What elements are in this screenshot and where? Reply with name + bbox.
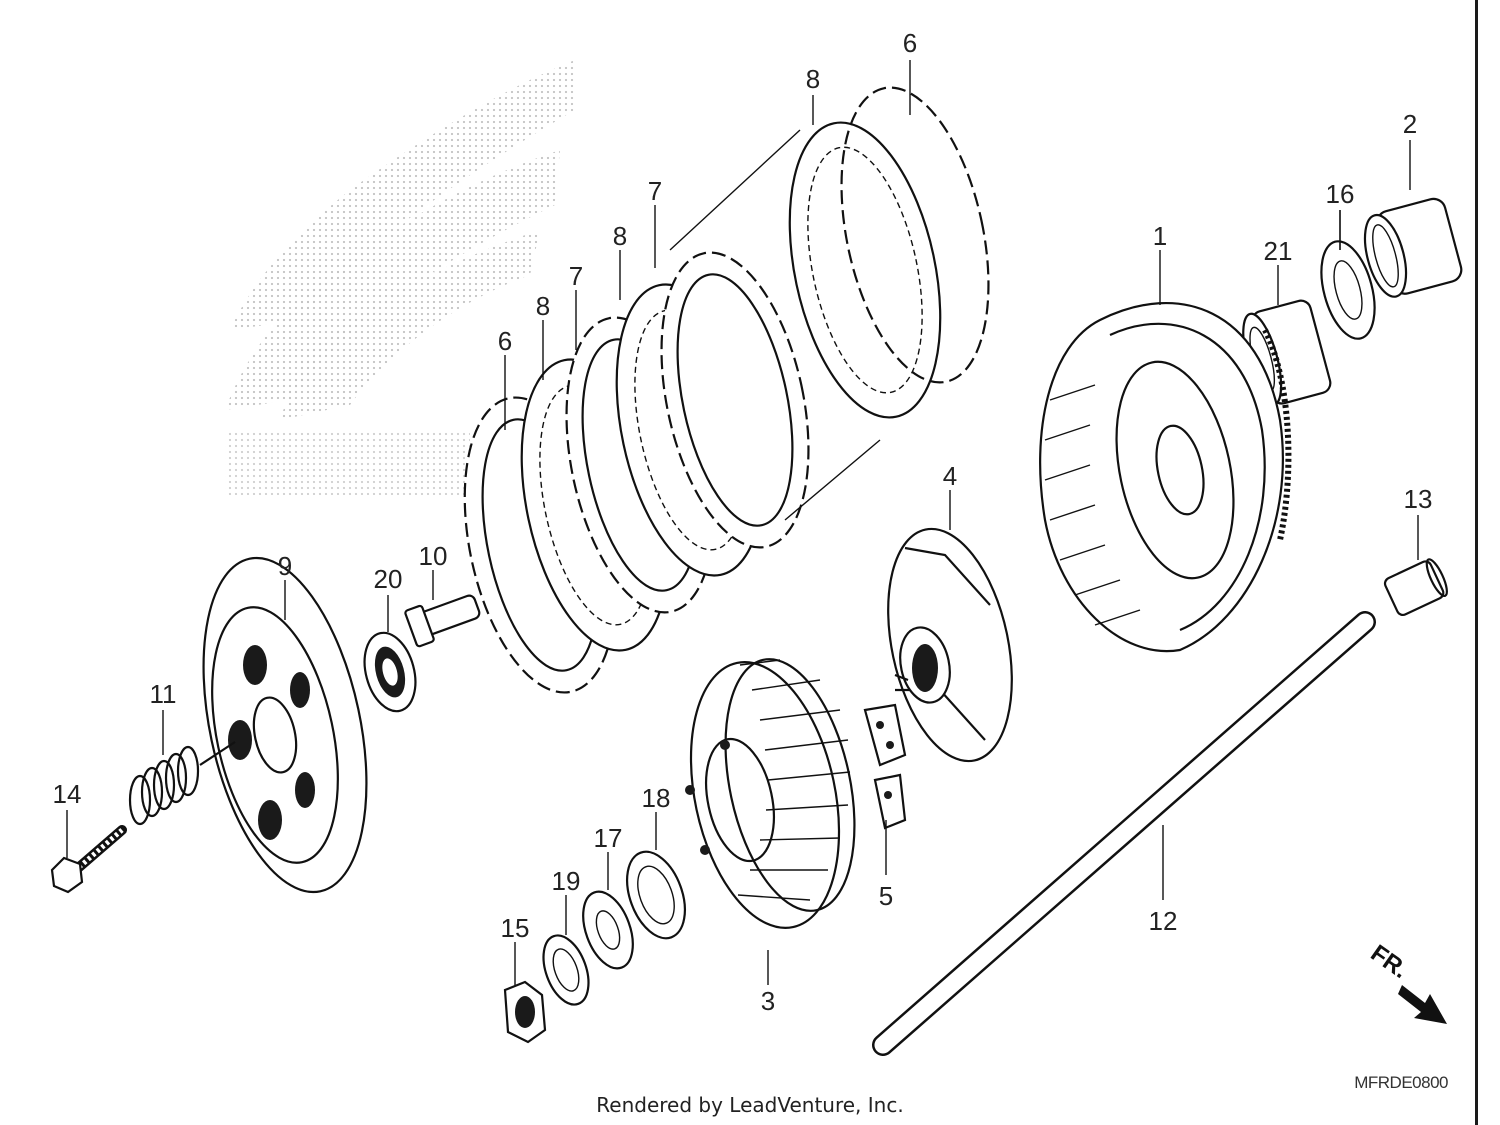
callout-15: 15 bbox=[501, 913, 530, 943]
plate-part-8-rear bbox=[788, 121, 942, 419]
callout-7-rear: 7 bbox=[648, 176, 662, 206]
sleeve-part-13 bbox=[1383, 558, 1448, 617]
leader-lines bbox=[66, 60, 1419, 985]
callout-8-front: 8 bbox=[536, 291, 550, 321]
callout-12: 12 bbox=[1149, 906, 1178, 936]
needle-bearing-part-21 bbox=[1242, 299, 1332, 407]
front-direction-indicator: FR. bbox=[1366, 940, 1447, 1024]
callout-8-middle: 8 bbox=[613, 221, 627, 251]
callout-16: 16 bbox=[1326, 179, 1355, 209]
page-edge-border bbox=[1475, 0, 1478, 1125]
callout-11: 11 bbox=[150, 679, 177, 709]
pushrod-part-12 bbox=[872, 611, 1376, 1056]
direction-label: FR. bbox=[1366, 940, 1413, 984]
bolt-part-10 bbox=[404, 594, 481, 648]
callout-17: 17 bbox=[594, 823, 623, 853]
collar-part-2 bbox=[1363, 197, 1463, 298]
callout-7-front: 7 bbox=[569, 261, 583, 291]
callout-10: 10 bbox=[419, 541, 448, 571]
bolt-part-14 bbox=[50, 825, 127, 894]
callout-3: 3 bbox=[761, 986, 775, 1016]
callout-5: 5 bbox=[879, 881, 893, 911]
bearing-part-20 bbox=[363, 631, 417, 713]
callout-1: 1 bbox=[1153, 221, 1167, 251]
washer-part-19 bbox=[542, 934, 590, 1006]
cam-plate-part-5 bbox=[863, 703, 907, 830]
washer-part-16 bbox=[1320, 240, 1376, 340]
callout-14: 14 bbox=[53, 779, 82, 809]
callout-4: 4 bbox=[943, 461, 957, 491]
callout-19: 19 bbox=[552, 866, 581, 896]
render-credit: Rendered by LeadVenture, Inc. bbox=[596, 1093, 904, 1117]
locknut-part-15 bbox=[503, 980, 547, 1044]
friction-disc-part-7-rear bbox=[660, 251, 810, 549]
friction-disc-part-6-rear bbox=[840, 86, 990, 384]
washer-part-17 bbox=[582, 890, 634, 970]
callout-labels: 1 2 3 4 5 6 6 7 7 8 8 8 9 10 11 12 13 14… bbox=[53, 28, 1433, 1016]
callout-2: 2 bbox=[1403, 109, 1417, 139]
callout-20: 20 bbox=[374, 564, 403, 594]
pressure-plate-part-9 bbox=[202, 556, 368, 894]
stack-guide-lines bbox=[669, 129, 881, 521]
watermark-logo bbox=[225, 60, 575, 495]
callout-9: 9 bbox=[278, 551, 292, 581]
front-arrow-icon bbox=[1398, 985, 1447, 1024]
lifter-plate-part-4 bbox=[887, 527, 1013, 763]
callout-8-rear: 8 bbox=[806, 64, 820, 94]
callout-13: 13 bbox=[1404, 484, 1433, 514]
clutch-outer-part-1 bbox=[1039, 302, 1292, 653]
washer-part-18 bbox=[626, 850, 686, 940]
clutch-center-part-3 bbox=[685, 658, 856, 929]
callout-21: 21 bbox=[1264, 236, 1293, 266]
diagram-code: MFRDE0800 bbox=[1354, 1073, 1448, 1092]
callout-18: 18 bbox=[642, 783, 671, 813]
callout-6-front: 6 bbox=[498, 326, 512, 356]
callout-6-rear: 6 bbox=[903, 28, 917, 58]
spring-part-11 bbox=[128, 741, 236, 826]
